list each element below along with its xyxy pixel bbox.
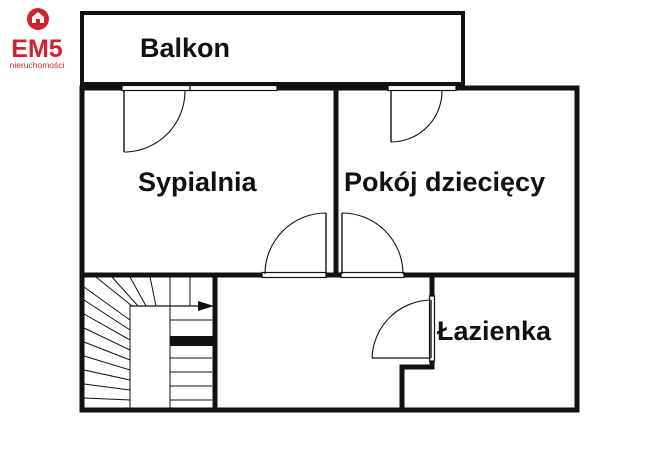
door-swing	[390, 90, 443, 143]
room-label-pokoj-dzieciecy: Pokój dziecięcy	[344, 167, 545, 197]
door-sill	[340, 271, 405, 279]
door-swing	[123, 90, 186, 153]
door-sypialnia-hall	[261, 212, 327, 279]
door-pokoj-balcony	[390, 90, 443, 143]
logo-subtitle-text: nieruchomości	[10, 60, 65, 70]
door-pokoj-hall	[340, 212, 405, 279]
door-hall-bathroom	[371, 295, 436, 362]
room-label-balkon: Balkon	[140, 33, 230, 63]
stair-core	[129, 305, 171, 409]
door-sill	[261, 271, 327, 279]
wall-bathroom-notch	[399, 364, 435, 413]
em5-logo: EM5 nieruchomości	[10, 8, 65, 70]
stair-tread	[83, 299, 131, 331]
room-label-sypialnia: Sypialnia	[138, 167, 258, 197]
stair-tread	[83, 286, 131, 321]
stair-tread	[83, 341, 131, 361]
stair-tread	[83, 397, 131, 401]
interior-walls	[79, 85, 580, 413]
logo-house-glyph	[32, 12, 44, 23]
door-swing	[264, 212, 327, 275]
door-sill	[428, 295, 436, 362]
stair-tread	[83, 327, 131, 351]
door-swing	[371, 299, 432, 359]
outer-walls	[79, 85, 580, 413]
outer-wall	[79, 85, 580, 413]
balcony-windows	[121, 84, 457, 92]
stair-tread	[95, 276, 133, 307]
balcony	[80, 11, 465, 86]
stair-tread	[83, 355, 131, 371]
balcony-outline	[80, 11, 465, 86]
stair-tread	[149, 276, 157, 307]
door-swing	[341, 212, 404, 275]
door-sypialnia-balcony	[123, 90, 186, 153]
window-sill-right	[387, 84, 457, 92]
room-label-lazienka: Łazienka	[437, 316, 552, 346]
logo-brand-text: EM5	[11, 35, 63, 63]
stair-tread	[83, 313, 131, 341]
stair-tread	[83, 383, 131, 391]
stair-tread	[111, 276, 139, 307]
staircase	[83, 276, 214, 409]
stair-tread	[83, 369, 131, 381]
stair-arrow-icon	[198, 301, 214, 311]
stair-tread	[129, 276, 147, 307]
stair-landing-band	[170, 336, 214, 346]
window-sill-left	[121, 84, 278, 92]
